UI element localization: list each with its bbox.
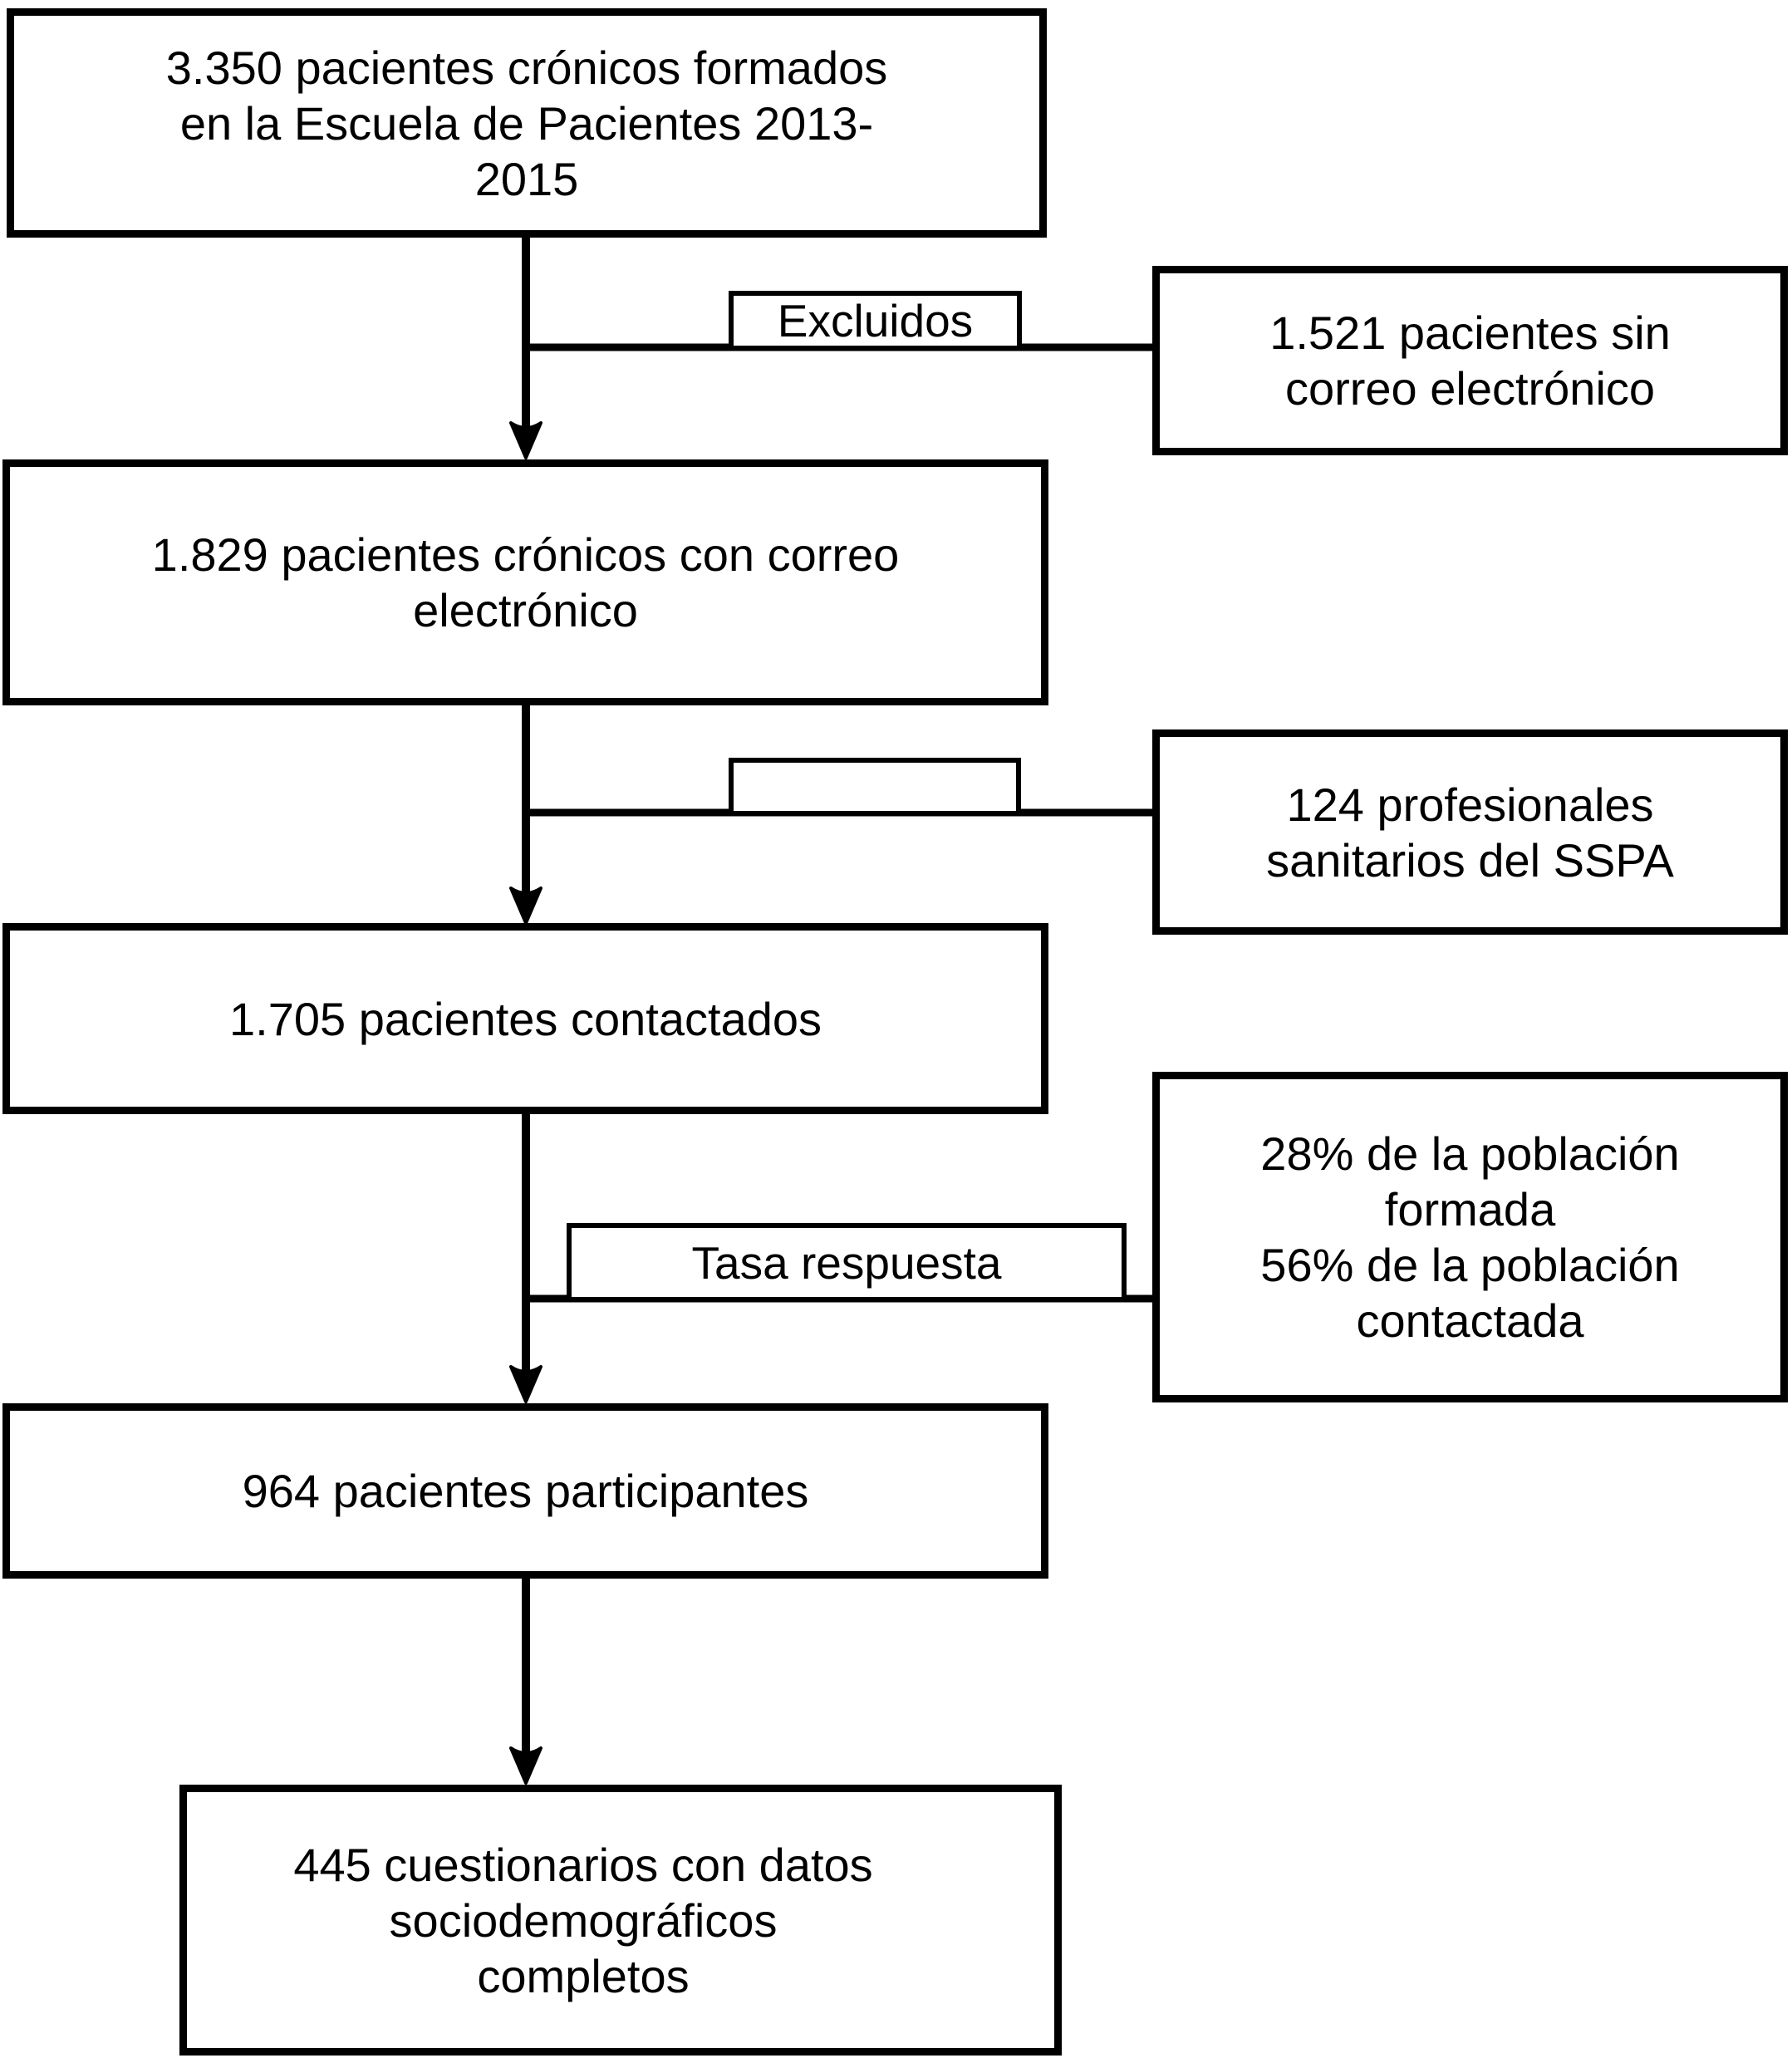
side-box-sin-correo: 1.521 pacientes sin correo electrónico <box>1152 266 1788 455</box>
box-text-line: 28% de la población <box>1260 1127 1680 1180</box>
box-pacientes-contactados: 1.705 pacientes contactados <box>2 923 1048 1114</box>
side-box-tasas-poblacion: 28% de la población formada 56% de la po… <box>1152 1072 1788 1402</box>
box-text-line: 2015 <box>474 152 579 205</box>
box-cuestionarios-completos: 445 cuestionarios con datos sociodemográ… <box>179 1785 1062 2056</box>
box-text-line: 964 pacientes participantes <box>242 1465 809 1517</box>
box-text-line: 124 profesionales <box>1286 778 1654 831</box>
box-text-line: contactada <box>1356 1294 1584 1347</box>
box-pacientes-con-correo: 1.829 pacientes crónicos con correo elec… <box>2 459 1048 705</box>
connector-label-empty <box>729 758 1021 816</box>
arrowhead-2 <box>509 887 543 925</box>
box-text-line: electrónico <box>413 584 638 636</box>
box-text-line: sociodemográficos <box>389 1893 778 1947</box>
box-text-line: correo electrónico <box>1284 362 1656 415</box>
box-text-line: 1.521 pacientes sin <box>1269 307 1671 359</box>
box-pacientes-formados: 3.350 pacientes crónicos formados en la … <box>7 8 1047 238</box>
box-text-line: 56% de la población <box>1260 1239 1680 1291</box>
box-text-line: 3.350 pacientes crónicos formados <box>165 41 888 94</box>
connector-label-text: Tasa respuesta <box>691 1236 1002 1289</box>
connector-label-text: Excluidos <box>777 295 974 346</box>
box-text-line: sanitarios del SSPA <box>1266 833 1674 887</box>
box-text-line: 1.829 pacientes crónicos con correo <box>151 528 900 581</box>
arrowhead-4 <box>509 1746 543 1785</box>
box-text-line: 445 cuestionarios con datos <box>293 1838 873 1891</box>
box-text-line: 1.705 pacientes contactados <box>229 992 822 1045</box>
box-pacientes-participantes: 964 pacientes participantes <box>2 1403 1048 1579</box>
side-box-profesionales-sspa: 124 profesionales sanitarios del SSPA <box>1152 729 1788 935</box>
connector-label-tasa-respuesta: Tasa respuesta <box>567 1223 1127 1302</box>
box-text-line: formada <box>1384 1183 1556 1235</box>
box-text-line: en la Escuela de Pacientes 2013- <box>179 96 874 150</box>
arrowhead-3 <box>509 1365 543 1403</box>
arrowhead-1 <box>509 421 543 459</box>
box-text-line: completos <box>477 1949 690 2002</box>
connector-label-excluidos: Excluidos <box>729 291 1022 351</box>
